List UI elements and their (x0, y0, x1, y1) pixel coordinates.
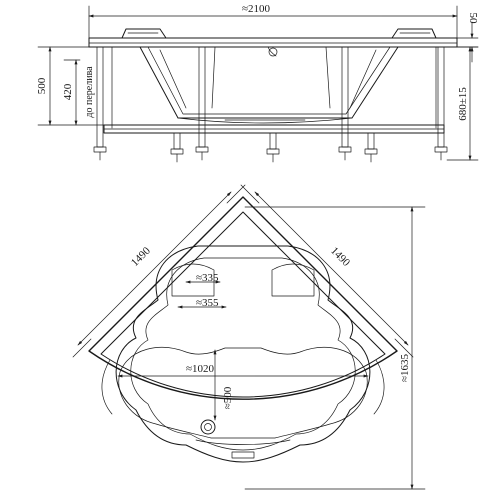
bathing-bowl (101, 245, 385, 463)
diagonal-dimension: ≈1635 (244, 206, 426, 490)
top-width-label: ≈2100 (242, 3, 271, 15)
overflow-height-label: 420 (62, 83, 74, 100)
drain-icon (200, 419, 216, 435)
bowl-depth-label: ≈500 (222, 386, 234, 409)
tub-rim (88, 28, 458, 57)
side-left-label: 1490 (129, 245, 153, 269)
side-elevation-view: ≈2100 50 (36, 3, 479, 163)
diagonal-label: ≈1635 (399, 353, 411, 382)
tub-outline (88, 196, 398, 400)
bowl-depth-dimension: ≈500 (213, 349, 234, 421)
bowl-width-dimension: ≈1020 (117, 363, 369, 378)
top-width-dimension: ≈2100 (88, 3, 458, 45)
inner-rim (100, 211, 386, 398)
rim-height-label: 50 (467, 13, 479, 25)
support-legs (93, 46, 448, 163)
overflow-note: до перелива (84, 66, 95, 118)
bowl-width-label: ≈1020 (186, 363, 215, 375)
rim-height-dimension: 50 (456, 13, 479, 63)
seat-inner-label: ≈335 (196, 272, 219, 284)
seat-dimensions: ≈335 ≈355 (177, 272, 227, 309)
tub-body (139, 46, 399, 124)
leg-height-dimension: 680±15 (446, 46, 479, 161)
tub-height-dimensions: 500 420 до перелива (36, 46, 105, 126)
side-right-label: 1490 (328, 245, 352, 269)
plan-view: 1490 1490 ≈1635 (72, 184, 426, 490)
total-height-label: 500 (36, 77, 48, 94)
seat-outer-label: ≈355 (196, 297, 219, 309)
leg-height-label: 680±15 (457, 87, 469, 121)
